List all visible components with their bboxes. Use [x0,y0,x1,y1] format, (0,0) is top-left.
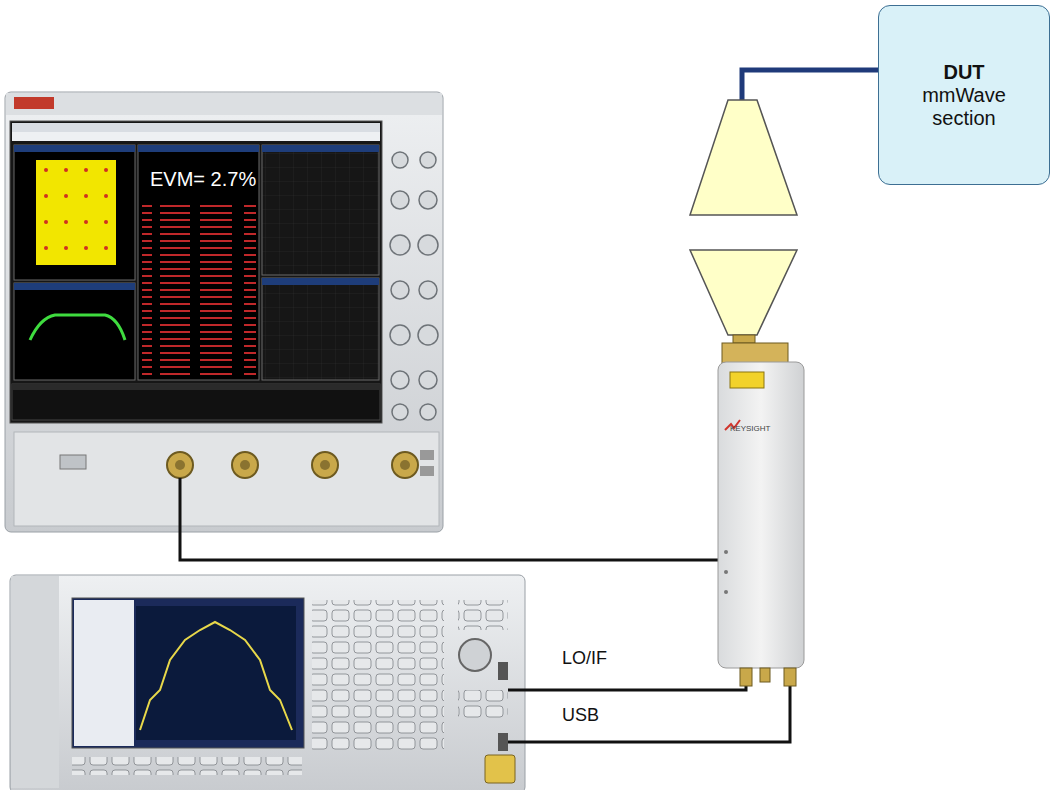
horn-antenna [690,100,797,215]
horn-antenna [690,250,797,335]
dut-cable [742,70,878,100]
harmonic-mixer [718,335,804,686]
screen-readout: EVM= 2.7% [150,168,256,191]
node-heading: DUT [943,61,984,84]
oscilloscope [5,92,443,532]
signal-name: USB [562,705,599,726]
brand-mark: KEYSIGHT [730,424,770,433]
signal-name: LO/IF [562,648,607,669]
signal-analyzer [10,575,525,790]
node-text: mmWave section [904,84,1024,130]
dut-box: DUTmmWave section [878,5,1050,185]
cable [180,478,790,742]
